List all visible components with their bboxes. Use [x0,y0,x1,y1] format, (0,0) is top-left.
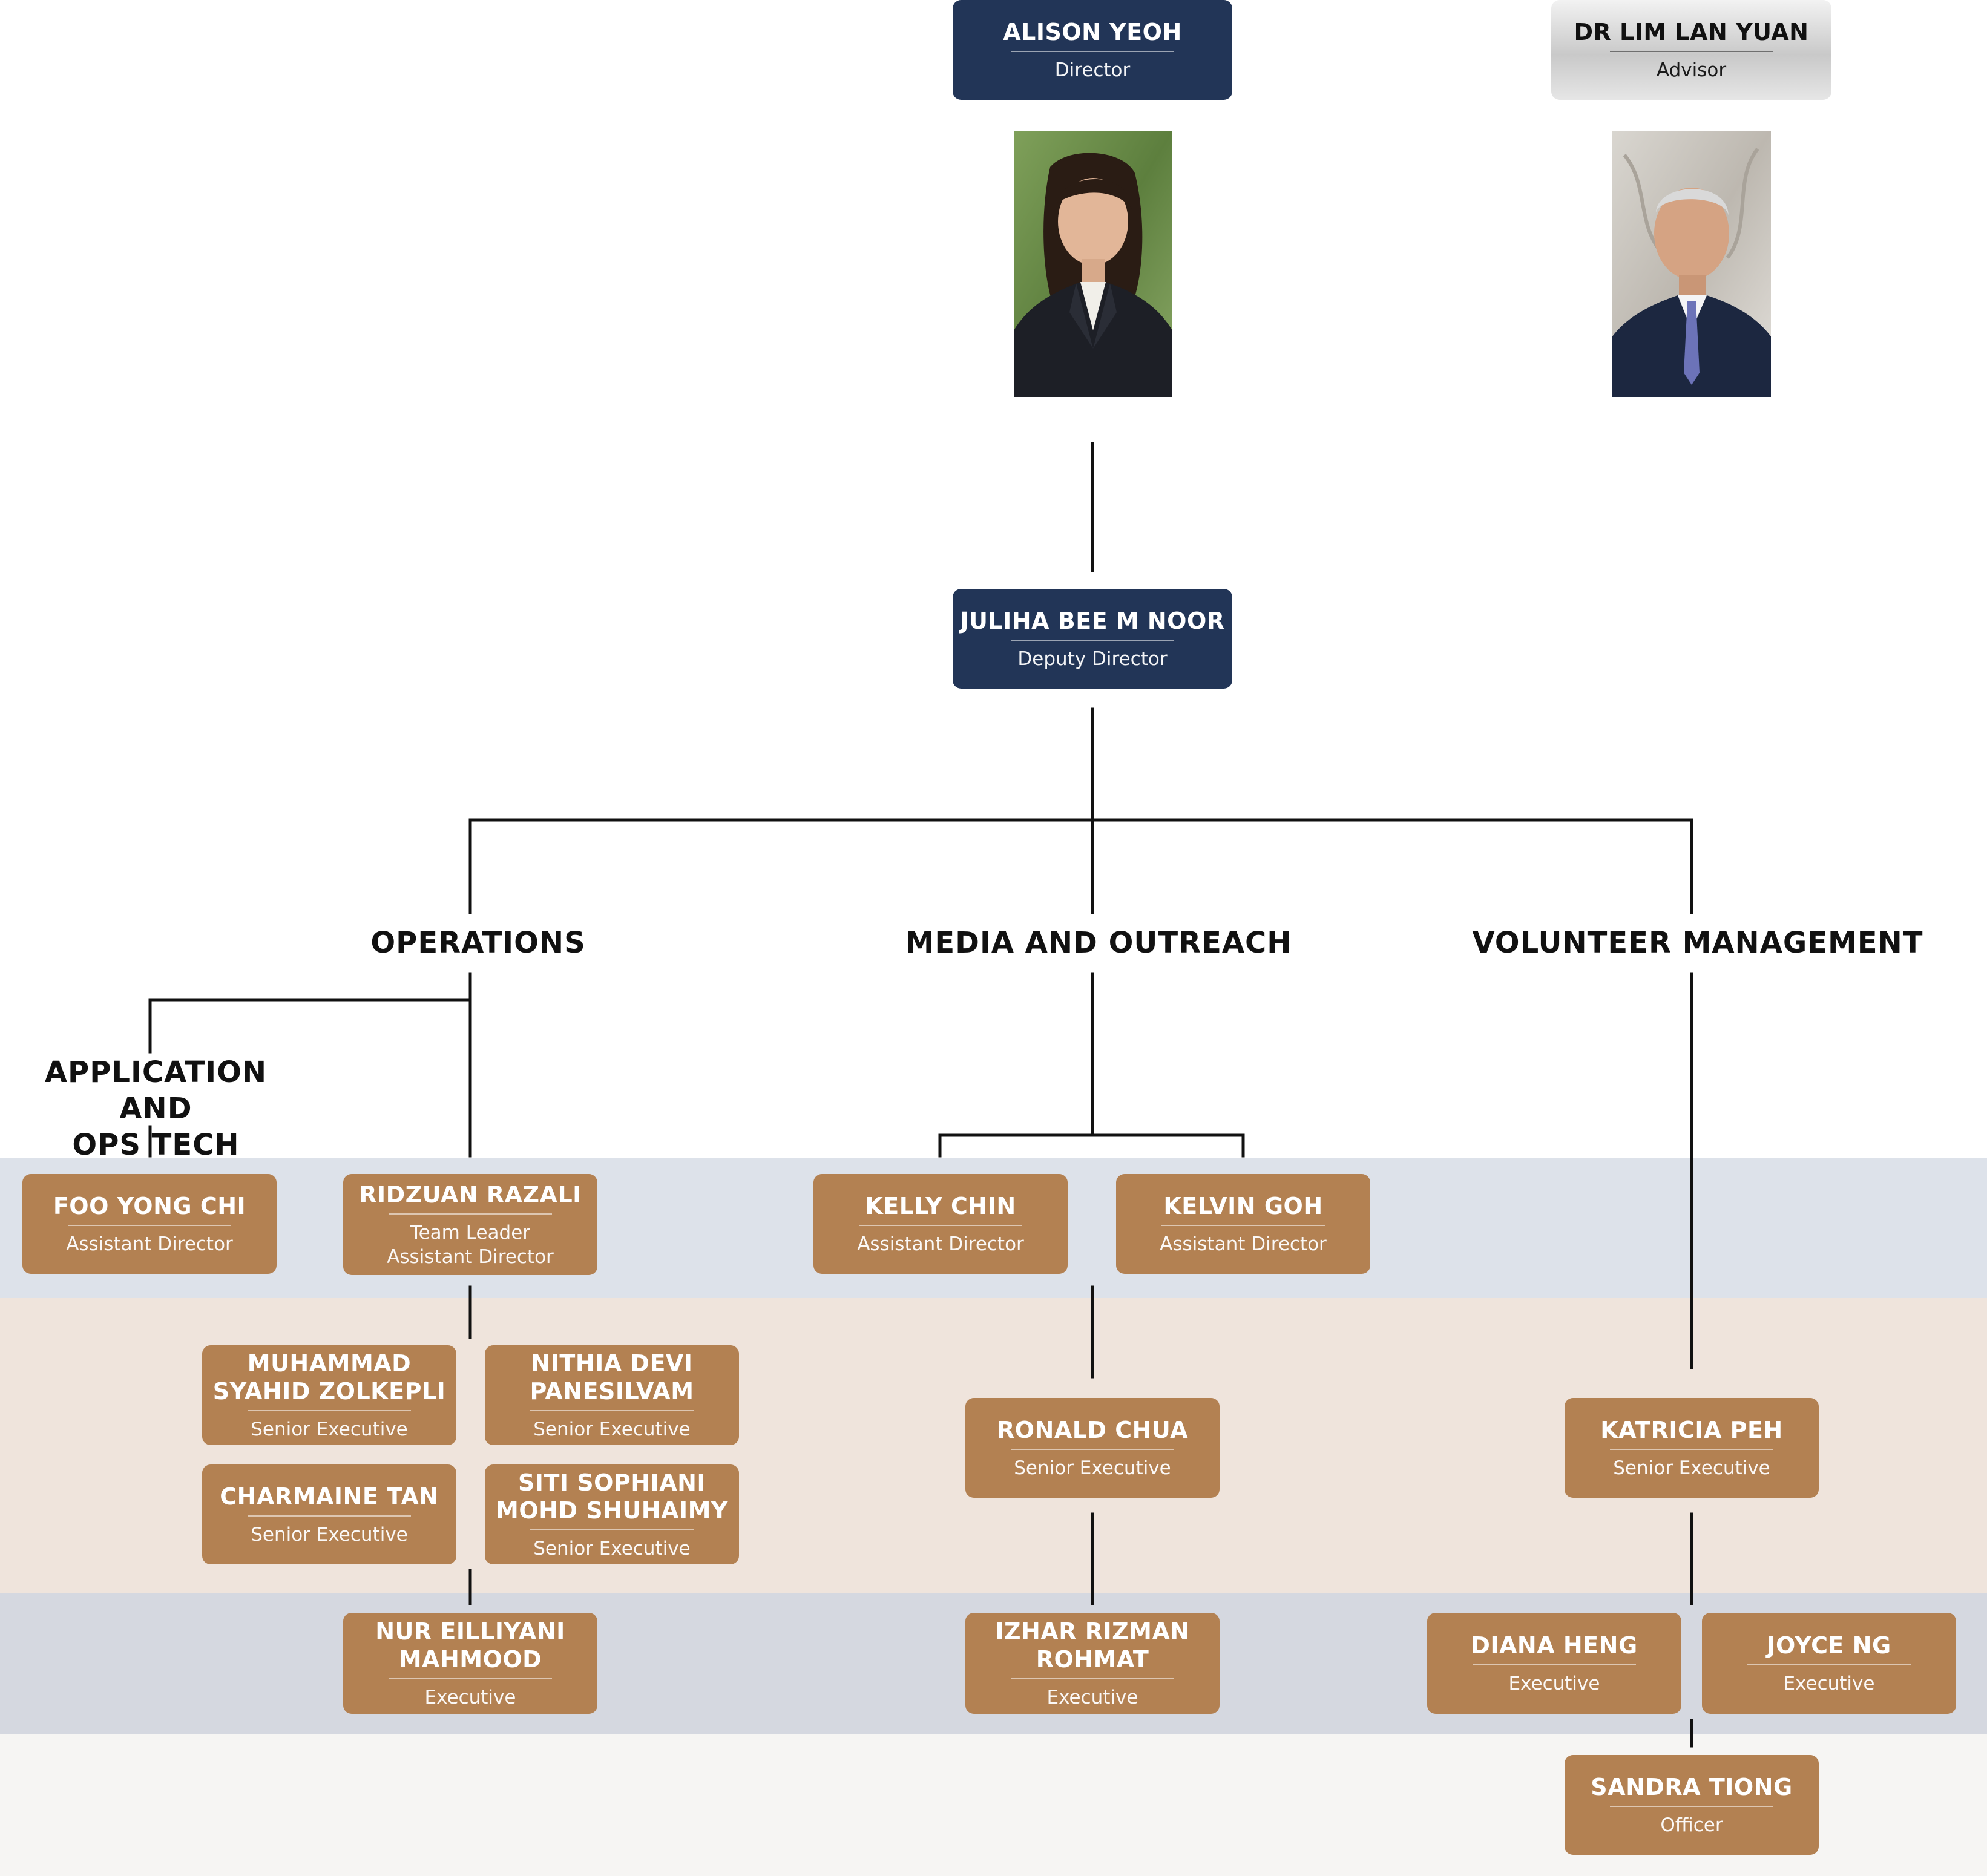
divider [859,1224,1022,1226]
staff-name: KELLY CHIN [865,1192,1016,1219]
staff-role: Senior Executive [533,1537,691,1560]
divider [530,1409,694,1411]
divider [530,1529,694,1530]
staff-name: CHARMAINE TAN [220,1483,439,1510]
staff-name: FOO YONG CHI [53,1192,246,1219]
staff-foo-yong-chi: FOO YONG CHI Assistant Director [22,1174,277,1274]
staff-diana-heng: DIANA HENG Executive [1427,1613,1681,1714]
staff-name: SANDRA TIONG [1591,1773,1793,1800]
divider [1011,50,1174,52]
staff-name: NUR EILLIYANI MAHMOOD [375,1618,565,1673]
staff-role: Team Leader Assistant Director [387,1221,554,1268]
staff-name: SITI SOPHIANI MOHD SHUHAIMY [496,1469,728,1524]
director-photo [1014,131,1172,397]
divider [389,1678,552,1679]
department-operations: OPERATIONS [370,926,586,960]
divider [1610,1805,1773,1807]
department-volunteer-management: VOLUNTEER MANAGEMENT [1472,926,1923,960]
deputy-name: JULIHA BEE M NOOR [960,607,1225,634]
divider [389,1213,552,1215]
staff-kelvin-goh: KELVIN GOH Assistant Director [1116,1174,1370,1274]
staff-name: RONALD CHUA [996,1416,1189,1443]
director-box: ALISON YEOH Director [953,0,1232,100]
divider [1609,50,1773,52]
staff-nithia-devi-panesilvam: NITHIA DEVI PANESILVAM Senior Executive [485,1345,739,1445]
staff-name: KATRICIA PEH [1600,1416,1783,1443]
staff-katricia-peh: KATRICIA PEH Senior Executive [1565,1398,1819,1498]
staff-joyce-ng: JOYCE NG Executive [1702,1613,1956,1714]
staff-ridzuan-razali: RIDZUAN RAZALI Team Leader Assistant Dir… [343,1174,597,1275]
staff-kelly-chin: KELLY CHIN Assistant Director [813,1174,1068,1274]
divider [1747,1664,1911,1665]
department-application-ops-tech: APPLICATION AND OPS TECH [44,1055,268,1162]
staff-ronald-chua: RONALD CHUA Senior Executive [965,1398,1220,1498]
staff-charmaine-tan: CHARMAINE TAN Senior Executive [202,1464,456,1564]
staff-role: Executive [1046,1686,1138,1708]
director-role: Director [1054,59,1131,81]
staff-muhammad-syahid-zolkepli: MUHAMMAD SYAHID ZOLKEPLI Senior Executiv… [202,1345,456,1445]
staff-role: Assistant Director [857,1233,1024,1255]
deputy-director-box: JULIHA BEE M NOOR Deputy Director [953,589,1232,689]
staff-name: RIDZUAN RAZALI [359,1181,582,1208]
divider [68,1224,231,1226]
divider [1473,1664,1636,1665]
advisor-role: Advisor [1656,59,1727,81]
advisor-name: DR LIM LAN YUAN [1574,18,1809,45]
divider [248,1409,411,1411]
staff-role: Senior Executive [251,1523,408,1546]
staff-role: Senior Executive [1014,1457,1171,1479]
divider [248,1515,411,1517]
staff-role: Assistant Director [1160,1233,1327,1255]
staff-izhar-rizman-rohmat: IZHAR RIZMAN ROHMAT Executive [965,1613,1220,1714]
staff-sandra-tiong: SANDRA TIONG Officer [1565,1755,1819,1855]
staff-role: Senior Executive [1613,1457,1770,1479]
staff-role: Officer [1660,1814,1723,1836]
advisor-box: DR LIM LAN YUAN Advisor [1551,0,1831,100]
staff-name: NITHIA DEVI PANESILVAM [530,1350,694,1405]
deputy-role: Deputy Director [1017,648,1168,670]
staff-role: Executive [1508,1672,1600,1694]
divider [1011,1448,1174,1450]
staff-name: JOYCE NG [1767,1632,1891,1659]
staff-name: DIANA HENG [1471,1632,1638,1659]
department-media-outreach: MEDIA AND OUTREACH [905,926,1292,960]
staff-name: KELVIN GOH [1163,1192,1323,1219]
divider [1011,1678,1174,1679]
staff-name: IZHAR RIZMAN ROHMAT [995,1618,1190,1673]
director-name: ALISON YEOH [1003,18,1182,45]
staff-role: Senior Executive [251,1418,408,1440]
divider [1610,1448,1773,1450]
staff-name: MUHAMMAD SYAHID ZOLKEPLI [212,1350,446,1405]
staff-role: Executive [424,1686,516,1708]
divider [1011,639,1174,641]
staff-siti-sophiani-mohd-shuhaimy: SITI SOPHIANI MOHD SHUHAIMY Senior Execu… [485,1464,739,1564]
staff-role: Senior Executive [533,1418,691,1440]
staff-role: Executive [1783,1672,1875,1694]
staff-role: Assistant Director [66,1233,233,1255]
staff-nur-eilliyani-mahmood: NUR EILLIYANI MAHMOOD Executive [343,1613,597,1714]
advisor-photo [1612,131,1771,397]
divider [1161,1224,1325,1226]
